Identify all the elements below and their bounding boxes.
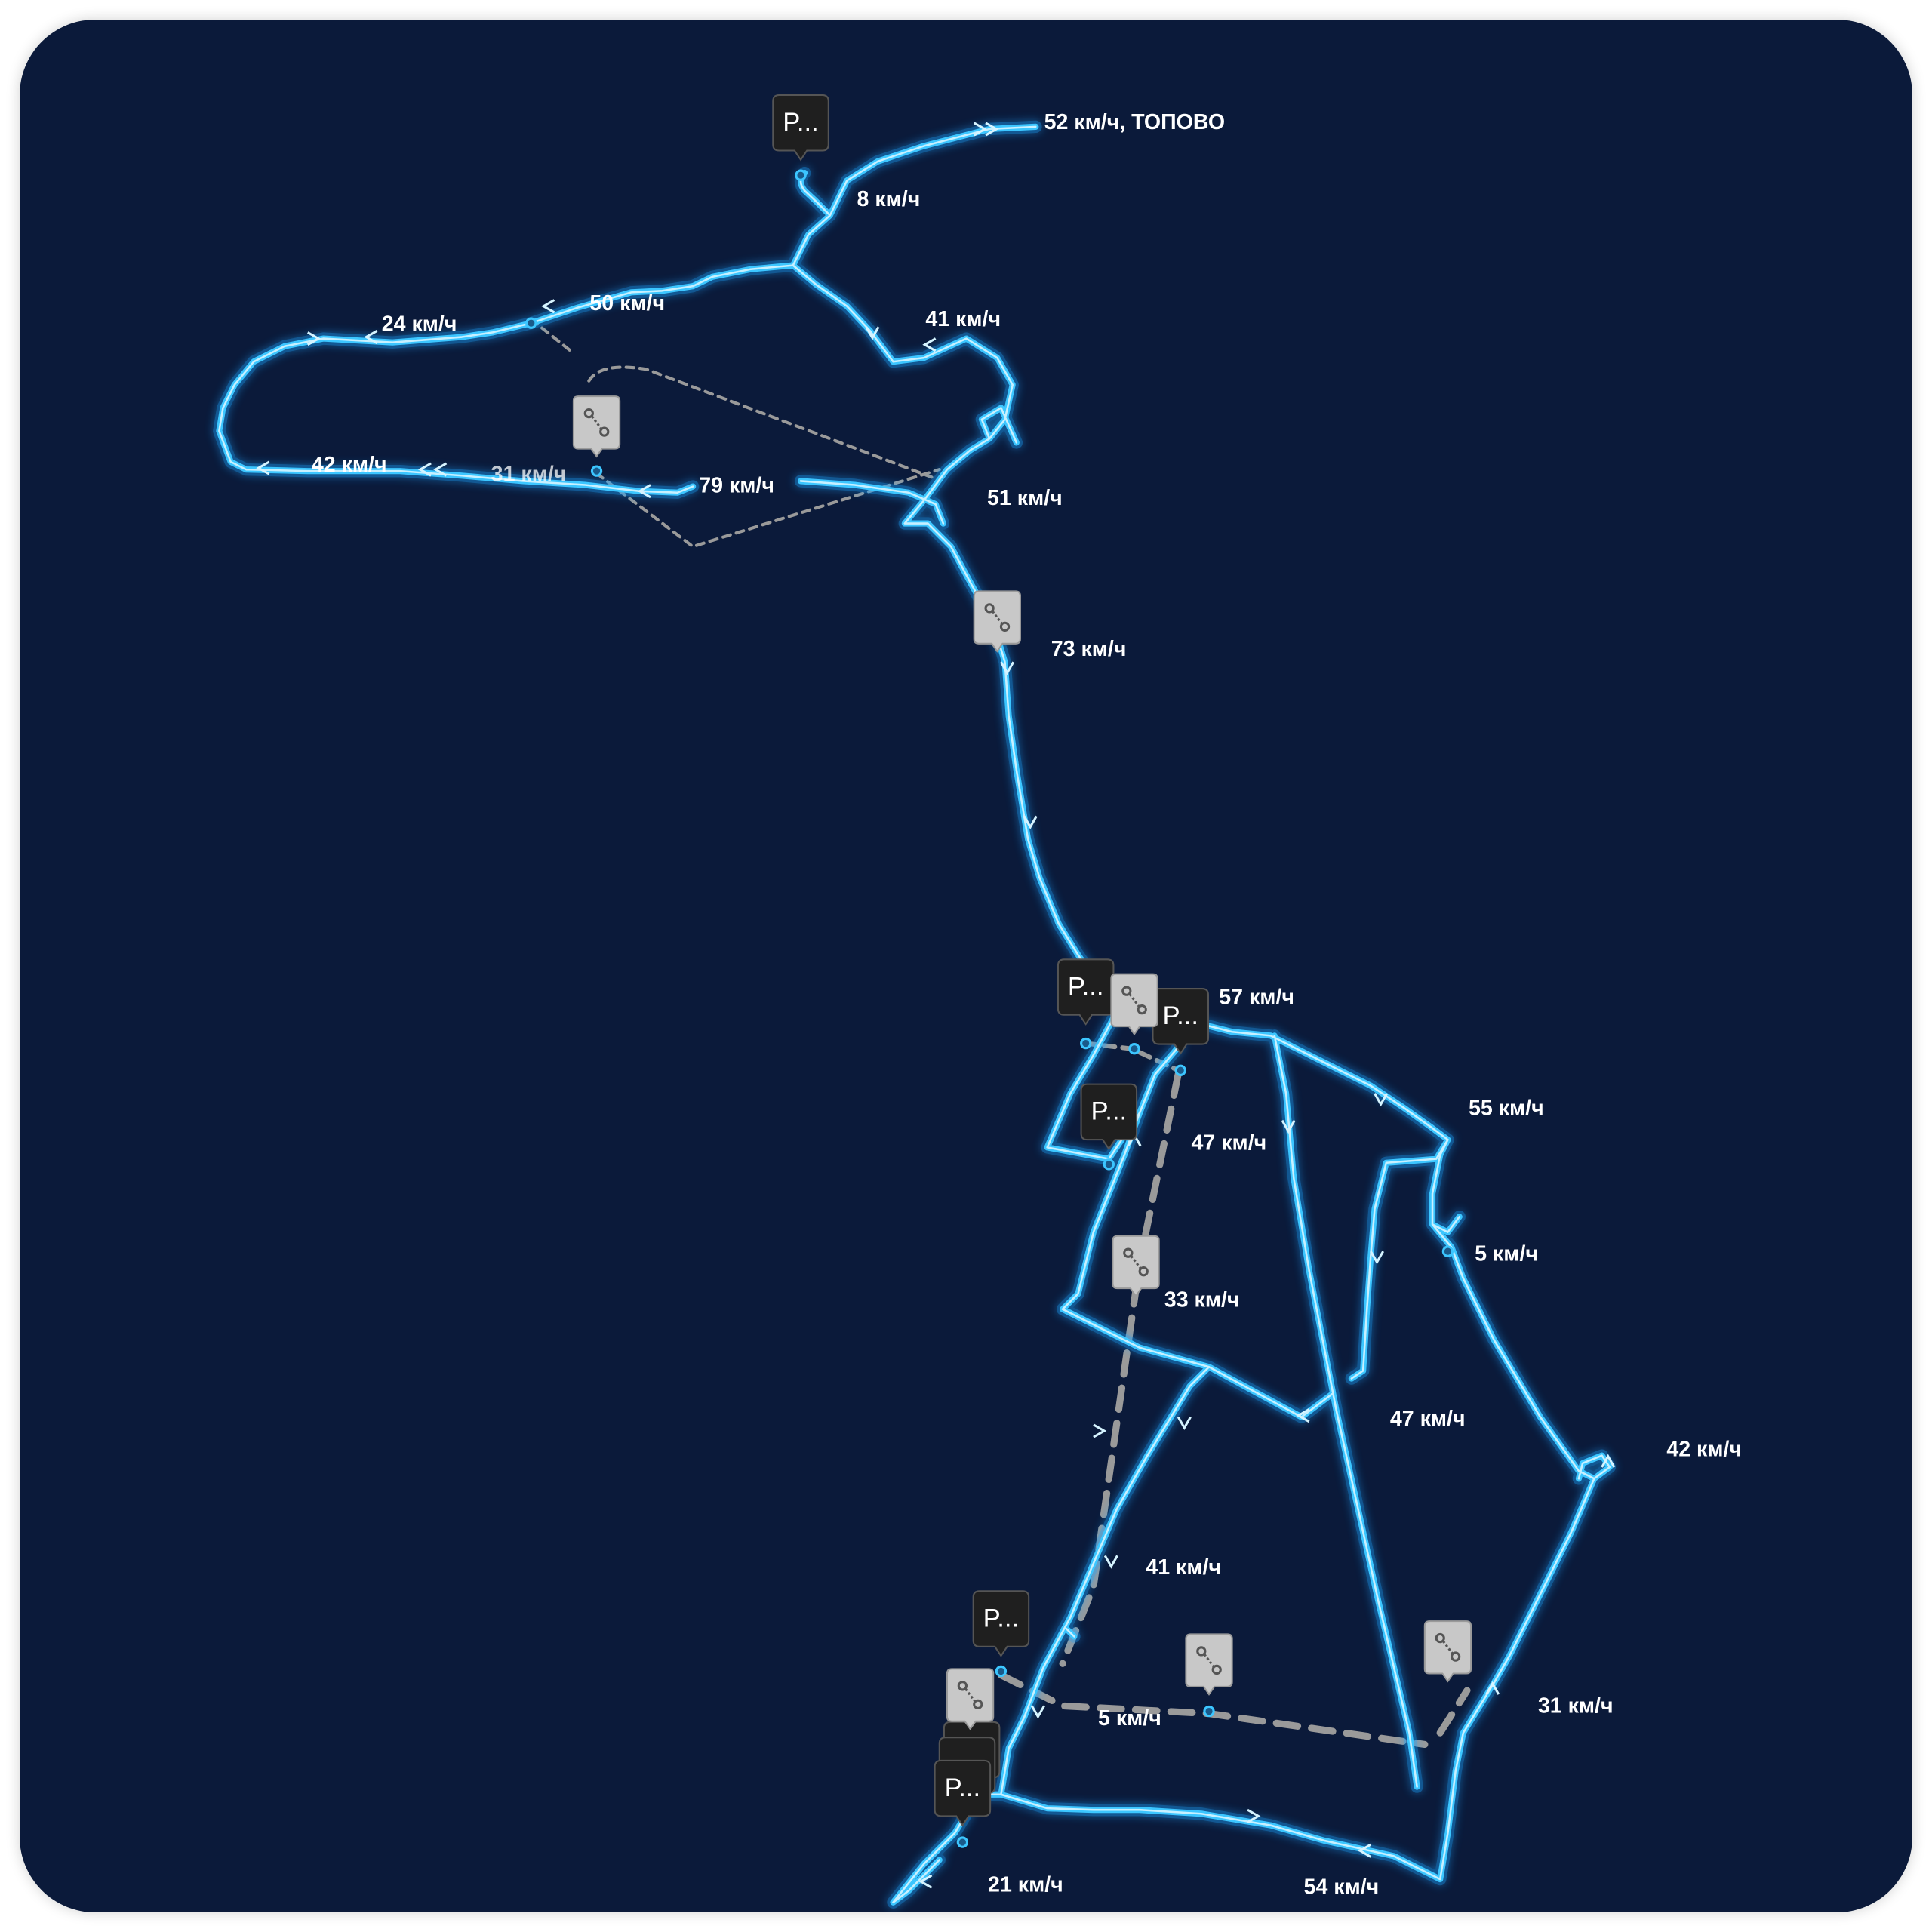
parking-marker-label: P... [983, 1604, 1020, 1632]
parking-marker-label: P... [1091, 1097, 1128, 1126]
gps-gap-pin-icon[interactable] [572, 395, 621, 458]
route-gap-pin-icon[interactable] [973, 589, 1022, 653]
speed-label: 79 км/ч [699, 474, 774, 498]
speed-label: 41 км/ч [925, 307, 1001, 331]
parking-marker-label: P... [1162, 1001, 1198, 1030]
speed-label: 50 км/ч [589, 291, 665, 315]
speed-labels: 52 км/ч, ТОПОВО 8 км/ч 50 км/ч 24 км/ч 4… [312, 110, 1742, 1900]
parking-pin-icon[interactable]: P... [1080, 1083, 1138, 1150]
speed-label: 42 км/ч [1666, 1438, 1742, 1462]
gps-gap-pin-icon[interactable] [1423, 1620, 1472, 1683]
speed-label: 52 км/ч, ТОПОВО [1044, 110, 1225, 134]
parking-marker-label: P... [783, 108, 819, 137]
track-points [525, 169, 1454, 1848]
speed-label: 73 км/ч [1051, 637, 1127, 661]
parking-marker-label: P... [945, 1774, 981, 1802]
speed-label: 31 км/ч [491, 462, 567, 486]
gps-gap-pin-icon[interactable] [1184, 1632, 1234, 1696]
parking-pin-icon[interactable]: P... [1152, 988, 1210, 1054]
speed-label: 5 км/ч [1098, 1706, 1161, 1730]
speed-label: 21 км/ч [988, 1872, 1063, 1897]
map-frame: P... P... P... P... P... P... [20, 20, 1912, 1912]
parking-marker-label: P... [1068, 972, 1104, 1001]
speed-label: 57 км/ч [1219, 985, 1294, 1009]
track-map[interactable]: P... P... P... P... P... P... [20, 20, 1912, 1912]
speed-label: 47 км/ч [1192, 1131, 1267, 1155]
gps-gap-pin-icon[interactable] [1111, 1235, 1161, 1297]
parking-markers[interactable]: P... P... P... P... P... P... [772, 94, 1210, 1826]
speed-label: 54 км/ч [1304, 1875, 1380, 1899]
speed-label: 8 км/ч [857, 187, 921, 211]
speed-label: 51 км/ч [987, 486, 1063, 510]
parking-pin-icon[interactable]: P... [972, 1590, 1030, 1657]
speed-label: 33 км/ч [1164, 1288, 1240, 1312]
gps-gap-pin-icon[interactable] [1109, 973, 1159, 1035]
gps-gap-pin-icon[interactable] [946, 1667, 995, 1730]
parking-pin-icon[interactable]: P... [772, 94, 829, 161]
parking-pin-icon[interactable]: P... [934, 1759, 992, 1826]
parking-pin-icon-stack[interactable]: P... [934, 1721, 1001, 1826]
map-background [20, 20, 1912, 1912]
speed-label: 24 км/ч [382, 312, 457, 336]
speed-label: 42 км/ч [312, 453, 387, 477]
speed-label: 41 км/ч [1146, 1555, 1221, 1580]
speed-label: 31 км/ч [1538, 1694, 1614, 1718]
speed-label: 47 км/ч [1390, 1407, 1466, 1431]
speed-label: 5 км/ч [1475, 1241, 1538, 1266]
parking-pin-icon[interactable]: P... [1057, 958, 1115, 1026]
speed-label: 55 км/ч [1469, 1096, 1544, 1120]
